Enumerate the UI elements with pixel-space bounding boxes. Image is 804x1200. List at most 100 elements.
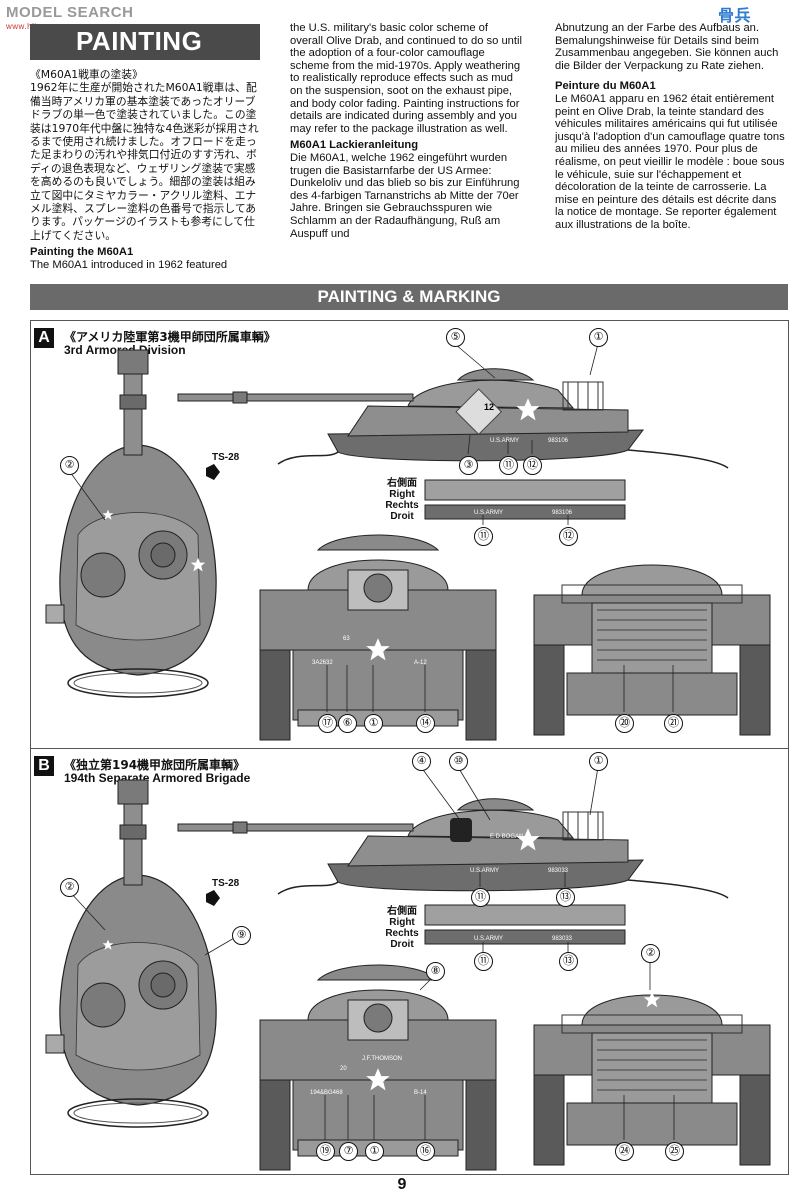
a-usarmy-text: U.S.ARMY [490, 438, 520, 444]
tank-a-right-side-strip [424, 479, 626, 520]
b-ts28-label: TS-28 [212, 878, 240, 889]
ts28-marker-a [206, 464, 220, 480]
callout-a-14: ⑭ [416, 714, 435, 733]
callout-b-8: ⑧ [426, 962, 445, 981]
b-serial-text: 983033 [548, 868, 569, 874]
section-b-jp-title: 《独立第194機甲旅団所属車輌》 [64, 758, 246, 772]
callout-a-21: ㉑ [664, 714, 683, 733]
tank-a-rear [533, 564, 771, 736]
a-bumper-right: A-12 [414, 660, 427, 666]
b-name-text: E.D.BOGAN [490, 834, 524, 840]
fr-body: Le M60A1 apparu en 1962 était entièremen… [555, 92, 785, 231]
watermark-brand: MODEL SEARCH [6, 4, 134, 21]
a-ts28-label: TS-28 [212, 452, 240, 463]
tank-a-front [259, 534, 497, 741]
en-heading: Painting the M60A1 [30, 246, 134, 259]
en-body-a: The M60A1 introduced in 1962 featured [30, 258, 228, 271]
callout-a-2: ② [60, 456, 79, 475]
callout-b-1: ① [589, 752, 608, 771]
b-serial-right: 983033 [552, 936, 573, 942]
section-b-bottom-border [30, 1174, 788, 1175]
frame-left [30, 320, 31, 1175]
b-right-side-label: 右側面 Right Rechts Droit [380, 906, 424, 950]
painting-marking-band: PAINTING & MARKING [30, 284, 788, 310]
b-bumper-left: 194&BG468 [310, 1090, 343, 1096]
de-body-b: Abnutzung an der Farbe des Aufbaus an. B… [555, 22, 779, 72]
de-body-a: Die M60A1, welche 1962 eingeführt wurden… [290, 151, 520, 240]
section-a-letter: A [34, 328, 54, 348]
callout-a-12b: ⑫ [559, 527, 578, 546]
callout-a-6: ⑥ [338, 714, 357, 733]
jp-column: 《M60A1戦車の塗装》 1962年に生産が開始されたM60A1戦車は、配備当時… [30, 68, 262, 275]
callout-b-11b: ⑪ [474, 952, 493, 971]
a-number-12: 12 [484, 402, 495, 412]
section-a-top-border [30, 320, 788, 321]
callout-b-19: ⑲ [316, 1142, 335, 1161]
callout-b-11: ⑪ [471, 888, 490, 907]
callout-b-9: ⑨ [232, 926, 251, 945]
b-front-name: J.F.THOMSON [362, 1056, 402, 1062]
callout-b-25: ㉕ [665, 1142, 684, 1161]
a-usarmy-right: U.S.ARMY [474, 510, 504, 516]
callout-b-10: ⑩ [449, 752, 468, 771]
callout-a-3: ③ [459, 456, 478, 475]
callout-a-5: ⑤ [446, 328, 465, 347]
b-side-en: Right [389, 917, 415, 928]
section-divider [30, 748, 788, 749]
a-serial-text: 983106 [548, 438, 569, 444]
a-hull-number: 63 [343, 636, 350, 642]
frame-right [788, 320, 789, 1175]
b-bumper-right: B-14 [414, 1090, 427, 1096]
band-title: PAINTING & MARKING [317, 287, 501, 306]
b-usarmy-text: U.S.ARMY [470, 868, 500, 874]
callout-a-17: ⑰ [318, 714, 337, 733]
jp-body: 1962年に生産が開始されたM60A1戦車は、配備当時アメリカ軍の基本塗装であっ… [30, 81, 259, 242]
callout-a-1b: ① [364, 714, 383, 733]
callout-b-13b: ⑬ [559, 952, 578, 971]
a-side-jp: 右側面 [387, 478, 417, 489]
tank-b-front [259, 964, 497, 1171]
a-right-side-label: 右側面 Right Rechts Droit [380, 478, 424, 522]
en-de-column: the U.S. military's basic color scheme o… [290, 22, 524, 244]
de-fr-column: Abnutzung an der Farbe des Aufbaus an. B… [555, 22, 787, 236]
callout-b-4: ④ [412, 752, 431, 771]
a-bumper-left: 3A2632 [312, 660, 333, 666]
section-b-en-title: 194th Separate Armored Brigade [64, 771, 251, 785]
a-side-en: Right [389, 489, 415, 500]
callout-a-11b: ⑪ [474, 527, 493, 546]
tank-a-top [45, 349, 217, 698]
tank-b-rear [533, 991, 771, 1166]
callout-b-1b: ① [365, 1142, 384, 1161]
tank-b-right-side-strip [424, 904, 626, 945]
painting-title-box: PAINTING [30, 24, 260, 60]
fr-heading: Peinture du M60A1 [555, 80, 656, 93]
a-serial-right: 983106 [552, 510, 573, 516]
ts28-marker-b [206, 890, 220, 906]
jp-heading: 《M60A1戦車の塗装》 [30, 68, 143, 81]
callout-a-20: ⑳ [615, 714, 634, 733]
tank-b-top [45, 779, 217, 1128]
callout-a-12: ⑫ [523, 456, 542, 475]
a-side-de: Rechts [385, 500, 419, 511]
callout-b-7: ⑦ [339, 1142, 358, 1161]
en-body-b: the U.S. military's basic color scheme o… [290, 22, 522, 135]
b-side-jp: 右側面 [387, 906, 417, 917]
page-number: 9 [397, 1176, 407, 1193]
callout-b-24: ㉔ [615, 1142, 634, 1161]
a-side-fr: Droit [390, 511, 414, 522]
callout-b-13: ⑬ [556, 888, 575, 907]
b-side-fr: Droit [390, 939, 414, 950]
b-hull-number: 20 [340, 1066, 347, 1072]
callout-b-2: ② [60, 878, 79, 897]
section-b-letter: B [34, 756, 54, 776]
b-side-de: Rechts [385, 928, 419, 939]
b-usarmy-right: U.S.ARMY [474, 936, 504, 942]
section-a-jp-title: 《アメリカ陸軍第3機甲師団所属車輌》 [64, 330, 276, 344]
callout-b-16: ⑯ [416, 1142, 435, 1161]
callout-a-11: ⑪ [499, 456, 518, 475]
tank-b-side [177, 797, 729, 899]
tank-a-side [177, 367, 729, 469]
callout-a-1: ① [589, 328, 608, 347]
callout-b-2b: ② [641, 944, 660, 963]
